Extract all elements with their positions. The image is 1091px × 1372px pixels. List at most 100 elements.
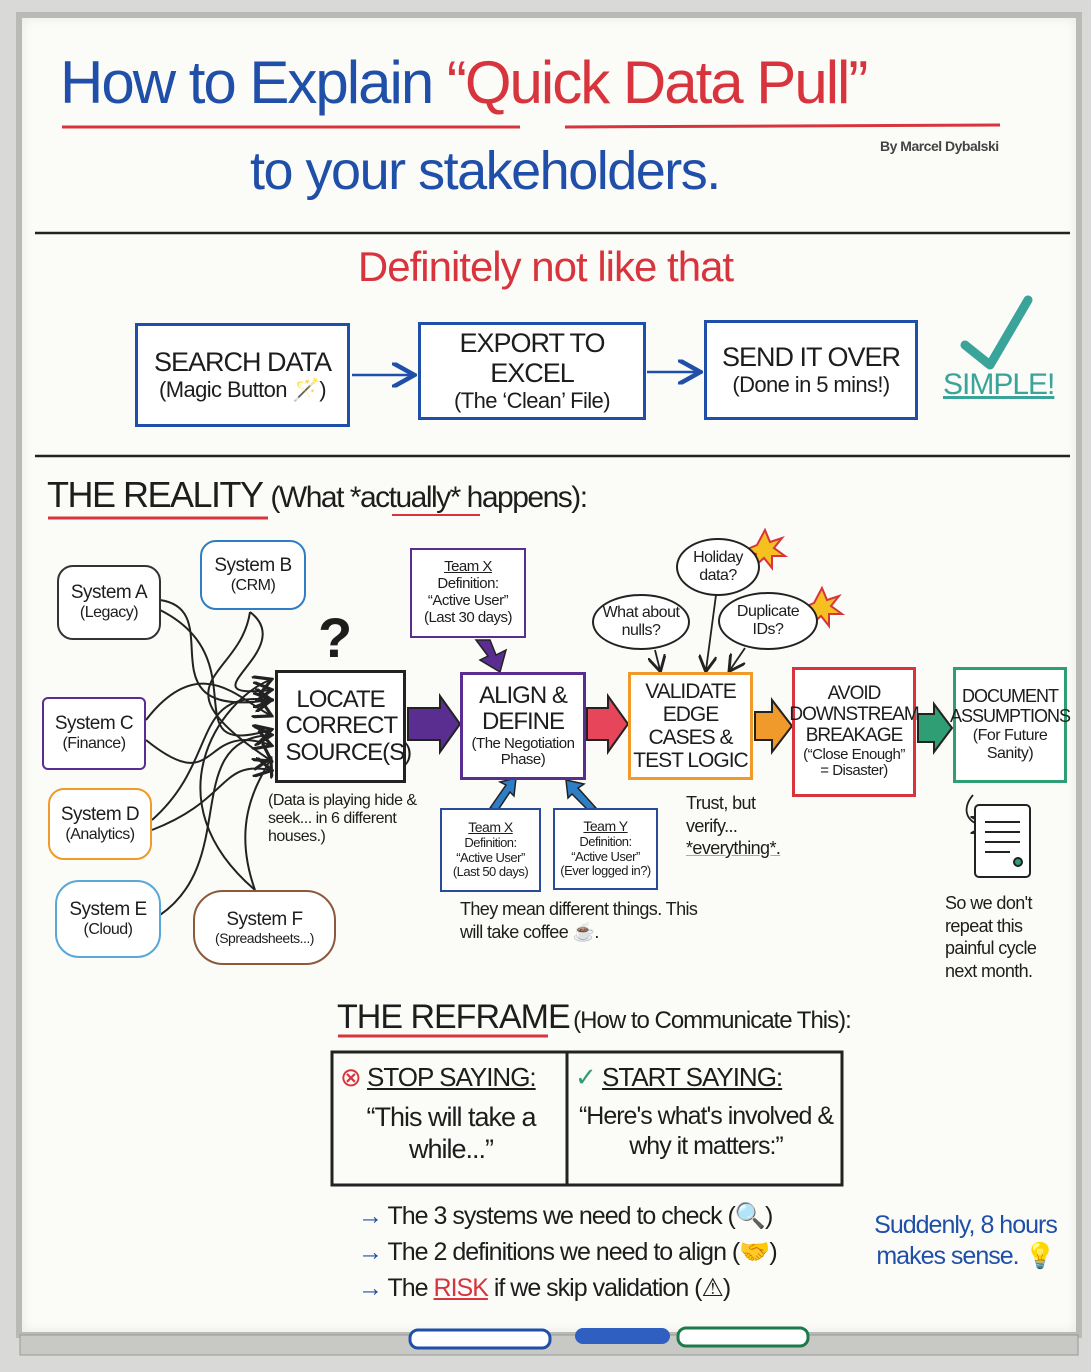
step-export-excel: EXPORT TO EXCEL (The ‘Clean’ File) <box>418 322 646 420</box>
arrow-avoid-document <box>917 701 954 755</box>
risk-word: RISK <box>433 1274 489 1302</box>
system-sub: (Analytics) <box>65 825 135 843</box>
system-sub: (Cloud) <box>83 920 133 938</box>
bullet-text: if we skip validation (⚠) <box>487 1274 731 1302</box>
step-sub: (The Negotiation Phase) <box>471 734 575 769</box>
system-name: System A <box>70 582 148 604</box>
document-scroll-icon <box>974 804 1031 878</box>
question-holiday: Holiday data? <box>676 538 760 596</box>
system-sub: (Legacy) <box>79 604 139 622</box>
title-part2: “Quick Data Pull” <box>446 49 868 116</box>
step-title: LOCATE CORRECT SOURCE(S) <box>285 685 413 766</box>
tangled-system-lines <box>145 599 270 916</box>
team-value: (Last 50 days) <box>452 864 529 880</box>
step-title: DOCUMENT ASSUMPTIONS <box>950 686 1071 727</box>
system-name: System F <box>226 908 303 930</box>
stop-icon: ⊗ <box>340 1062 362 1092</box>
arrow-align-validate <box>586 692 630 756</box>
reframe-table-border <box>330 1050 844 1187</box>
step-document: DOCUMENT ASSUMPTIONS (For Future Sanity) <box>950 667 1071 783</box>
team-x-30-card: Team X Definition: “Active User” (Last 3… <box>410 548 526 638</box>
question-duplicates: Duplicate IDs? <box>718 592 818 650</box>
arrow-locate-align <box>407 692 462 756</box>
step-title: SEND IT OVER <box>721 342 901 373</box>
step-sub: (Done in 5 mins!) <box>732 371 890 397</box>
bullet-icon: 🔍) <box>734 1202 773 1230</box>
bullet-item: → The 3 systems we need to check (🔍) <box>358 1202 773 1230</box>
step-sub: (The ‘Clean’ File) <box>454 387 610 413</box>
team-term: “Active User” <box>571 848 640 864</box>
simple-label: SIMPLE! <box>943 368 1055 401</box>
stop-saying-cell: ⊗ STOP SAYING: “This will take a while..… <box>340 1062 562 1166</box>
start-saying-cell: ✓ START SAYING: “Here's what's involved … <box>575 1062 837 1161</box>
team-term: “Active User” <box>427 592 509 609</box>
system-d: System D(Analytics) <box>48 788 152 860</box>
question-mark-icon: ? <box>318 606 353 669</box>
start-quote: “Here's what's involved & why it matters… <box>578 1102 834 1160</box>
bullet-icon: 🤝) <box>739 1238 777 1266</box>
team-term: “Active User” <box>456 849 525 865</box>
step-title: SEARCH DATA <box>153 347 332 378</box>
closing-note: Suddenly, 8 hours makes sense. 💡 <box>874 1211 1058 1271</box>
step-sub: (“Close Enough” = Disaster) <box>803 745 905 780</box>
step-title: VALIDATE EDGE CASES & TEST LOGIC <box>633 679 748 773</box>
system-name: System E <box>69 898 147 920</box>
system-name: System D <box>60 803 140 825</box>
teams-note: They mean different things. This will ta… <box>460 899 698 942</box>
system-b: System B(CRM) <box>200 540 306 610</box>
title-line2: to your stakeholders. <box>250 141 721 201</box>
bullet-text: The 3 systems we need to check ( <box>387 1202 736 1230</box>
title-part1: How to Explain <box>60 49 434 116</box>
system-c: System C(Finance) <box>42 697 146 770</box>
check-icon <box>960 295 1033 370</box>
reframe-heading: THE REFRAME (How to Communicate This): <box>337 998 852 1037</box>
step-sub: (For Future Sanity) <box>972 726 1048 762</box>
team-y-card: Team Y Definition: “Active User” (Ever l… <box>553 808 658 890</box>
bullet-text: The 2 definitions we need to align ( <box>387 1238 741 1266</box>
stop-label: STOP SAYING: <box>367 1062 537 1092</box>
team-label: Definition: <box>579 834 632 850</box>
arrow-validate-avoid <box>754 697 794 755</box>
team-name: Team X <box>444 558 492 576</box>
arrow-teamx-align <box>474 639 508 674</box>
question-nulls: What about nulls? <box>592 594 690 650</box>
reality-title: THE REALITY <box>47 474 263 515</box>
system-name: System B <box>214 554 292 576</box>
locate-note: (Data is playing hide & seek... in 6 dif… <box>268 792 417 845</box>
system-f: System F(Spreadsheets...) <box>193 890 336 965</box>
marker-blue-2 <box>575 1328 670 1344</box>
step-search-data: SEARCH DATA (Magic Button 🪄) <box>135 323 350 427</box>
marker-blue <box>408 1328 552 1350</box>
step-send-over: SEND IT OVER (Done in 5 mins!) <box>704 320 918 420</box>
reframe-bullets: → The 3 systems we need to check (🔍) → T… <box>358 1198 778 1306</box>
step-title: ALIGN & DEFINE <box>479 681 568 736</box>
stop-quote: “This will take a while...” <box>366 1102 536 1165</box>
team-label: Definition: <box>464 835 517 851</box>
system-sub: (Spreadsheets...) <box>215 930 314 947</box>
main-title: How to Explain “Quick Data Pull” <box>60 48 868 117</box>
bullet-item: → The 2 definitions we need to align (🤝) <box>358 1238 778 1266</box>
start-label: START SAYING: <box>602 1062 783 1092</box>
document-note: So we don't repeat this painful cycle ne… <box>945 893 1037 981</box>
team-x-50-card: Team X Definition: “Active User” (Last 5… <box>440 808 541 892</box>
step-locate: LOCATE CORRECT SOURCE(S) <box>275 670 413 783</box>
reality-heading: THE REALITY (What *actually* happens): <box>47 474 588 516</box>
reframe-title: THE REFRAME <box>337 998 571 1036</box>
system-a: System A(Legacy) <box>57 565 161 640</box>
marker-green <box>676 1326 810 1348</box>
step-avoid: AVOID DOWNSTREAM BREAKAGE (“Close Enough… <box>789 667 920 797</box>
step-align: ALIGN & DEFINE (The Negotiation Phase) <box>460 672 586 780</box>
arrow-teamx2-align <box>488 777 517 811</box>
author: By Marcel Dybalski <box>880 138 999 154</box>
step-title: AVOID DOWNSTREAM BREAKAGE <box>789 682 919 746</box>
team-value: (Last 30 days) <box>423 608 513 626</box>
bullet-item: → The RISK if we skip validation (⚠) <box>358 1274 731 1302</box>
validate-note-1: Trust, but verify... <box>686 793 756 836</box>
team-name: Team Y <box>583 818 628 835</box>
system-sub: (Finance) <box>62 735 126 753</box>
title-underline-red <box>564 123 1001 129</box>
validate-note-2: *everything*. <box>686 838 781 858</box>
system-e: System E(Cloud) <box>55 880 161 958</box>
step-sub: (Magic Button 🪄) <box>159 376 327 402</box>
